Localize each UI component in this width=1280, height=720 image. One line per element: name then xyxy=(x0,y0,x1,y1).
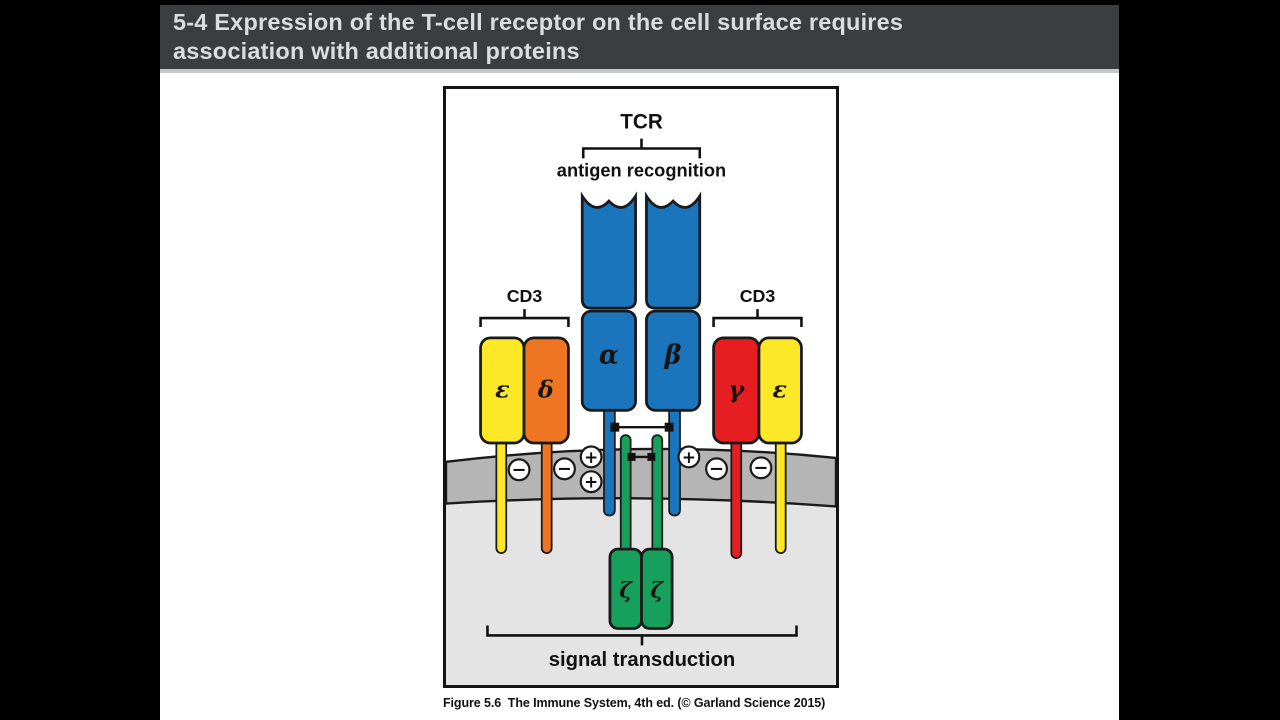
minus-charge-label: − xyxy=(557,458,572,479)
cd3-left-complex: ε δ CD3 xyxy=(479,286,570,445)
plus-charge-label: + xyxy=(682,447,696,467)
plus-charge-label: + xyxy=(584,472,598,492)
tcr-annotation: TCR antigen recognition xyxy=(557,111,726,181)
plus-charge-label: + xyxy=(584,447,598,467)
minus-charge-icon xyxy=(553,457,576,481)
delta-tail xyxy=(540,437,553,554)
top-black-strip xyxy=(160,0,1119,5)
bond-cap xyxy=(627,452,636,461)
disulfide-bond-zeta-zeta xyxy=(627,452,656,461)
cd3-left-label: CD3 xyxy=(507,286,543,306)
tcr-complex-diagram: − − + + + − − α β xyxy=(446,111,836,685)
tcr-title: TCR xyxy=(620,111,663,134)
delta-label: δ xyxy=(537,375,554,403)
tcr-beta-chain: β xyxy=(645,191,702,412)
slide-title-line1: 5-4 Expression of the T-cell receptor on… xyxy=(173,9,904,35)
cd3-left-bracket xyxy=(479,309,570,328)
plus-charge-icon xyxy=(579,470,603,494)
epsilon-right-label: ε xyxy=(773,375,787,403)
title-underline xyxy=(160,69,1119,73)
slide-title-bar: 5-4 Expression of the T-cell receptor on… xyxy=(160,5,1119,69)
gamma-tail xyxy=(730,437,743,559)
tcr-alpha-chain: α xyxy=(580,191,637,412)
signal-transduction-label: signal transduction xyxy=(549,649,736,671)
plus-charge-icon xyxy=(579,445,603,469)
minus-charge-icon xyxy=(749,456,773,480)
signal-transduction-bracket xyxy=(486,625,798,646)
epsilon-left-label: ε xyxy=(495,375,509,403)
bond-cap xyxy=(610,422,620,432)
zeta-right-subunit xyxy=(640,547,674,630)
figure-caption: Figure 5.6 The Immune System, 4th ed. (©… xyxy=(443,696,826,710)
bond-cap xyxy=(664,422,674,432)
beta-constant-domain xyxy=(645,309,702,412)
signal-transduction-annotation: signal transduction xyxy=(486,625,798,671)
slide-title-line2: association with additional proteins xyxy=(173,38,580,64)
minus-charge-icon xyxy=(507,458,531,482)
beta-variable-domain xyxy=(645,191,702,310)
minus-charge-label: − xyxy=(754,457,769,478)
disulfide-bond-alpha-beta xyxy=(610,422,674,432)
protein-tails xyxy=(495,405,787,559)
tcr-bracket xyxy=(581,138,702,159)
minus-charge-label: − xyxy=(512,459,527,480)
alpha-constant-domain xyxy=(580,309,637,412)
alpha-variable-domain xyxy=(580,191,637,310)
zeta-right-label: ζ xyxy=(650,579,664,604)
cd3-epsilon-right-subunit xyxy=(757,336,803,445)
membrane-charges: − − + + + − − xyxy=(507,445,773,494)
minus-charge-label: − xyxy=(709,458,724,479)
minus-charge-icon xyxy=(705,457,728,481)
beta-chain-label: β xyxy=(664,341,682,371)
cd3-right-complex: γ ε CD3 xyxy=(712,286,803,445)
epsilon-left-tail xyxy=(495,437,508,554)
bond-cap xyxy=(647,452,656,461)
epsilon-right-tail xyxy=(774,437,787,554)
zeta-homodimer: ζ ζ xyxy=(608,547,674,630)
gamma-label: γ xyxy=(728,375,745,403)
antigen-recognition-label: antigen recognition xyxy=(557,159,726,180)
zeta-left-label: ζ xyxy=(619,579,633,604)
cd3-right-label: CD3 xyxy=(740,286,776,306)
cd3-right-bracket xyxy=(712,309,803,328)
alpha-chain-label: α xyxy=(599,341,619,371)
cd3-delta-subunit xyxy=(522,336,570,445)
tcr-complex-figure: − − + + + − − α β xyxy=(443,86,839,688)
plus-charge-icon xyxy=(677,445,701,469)
